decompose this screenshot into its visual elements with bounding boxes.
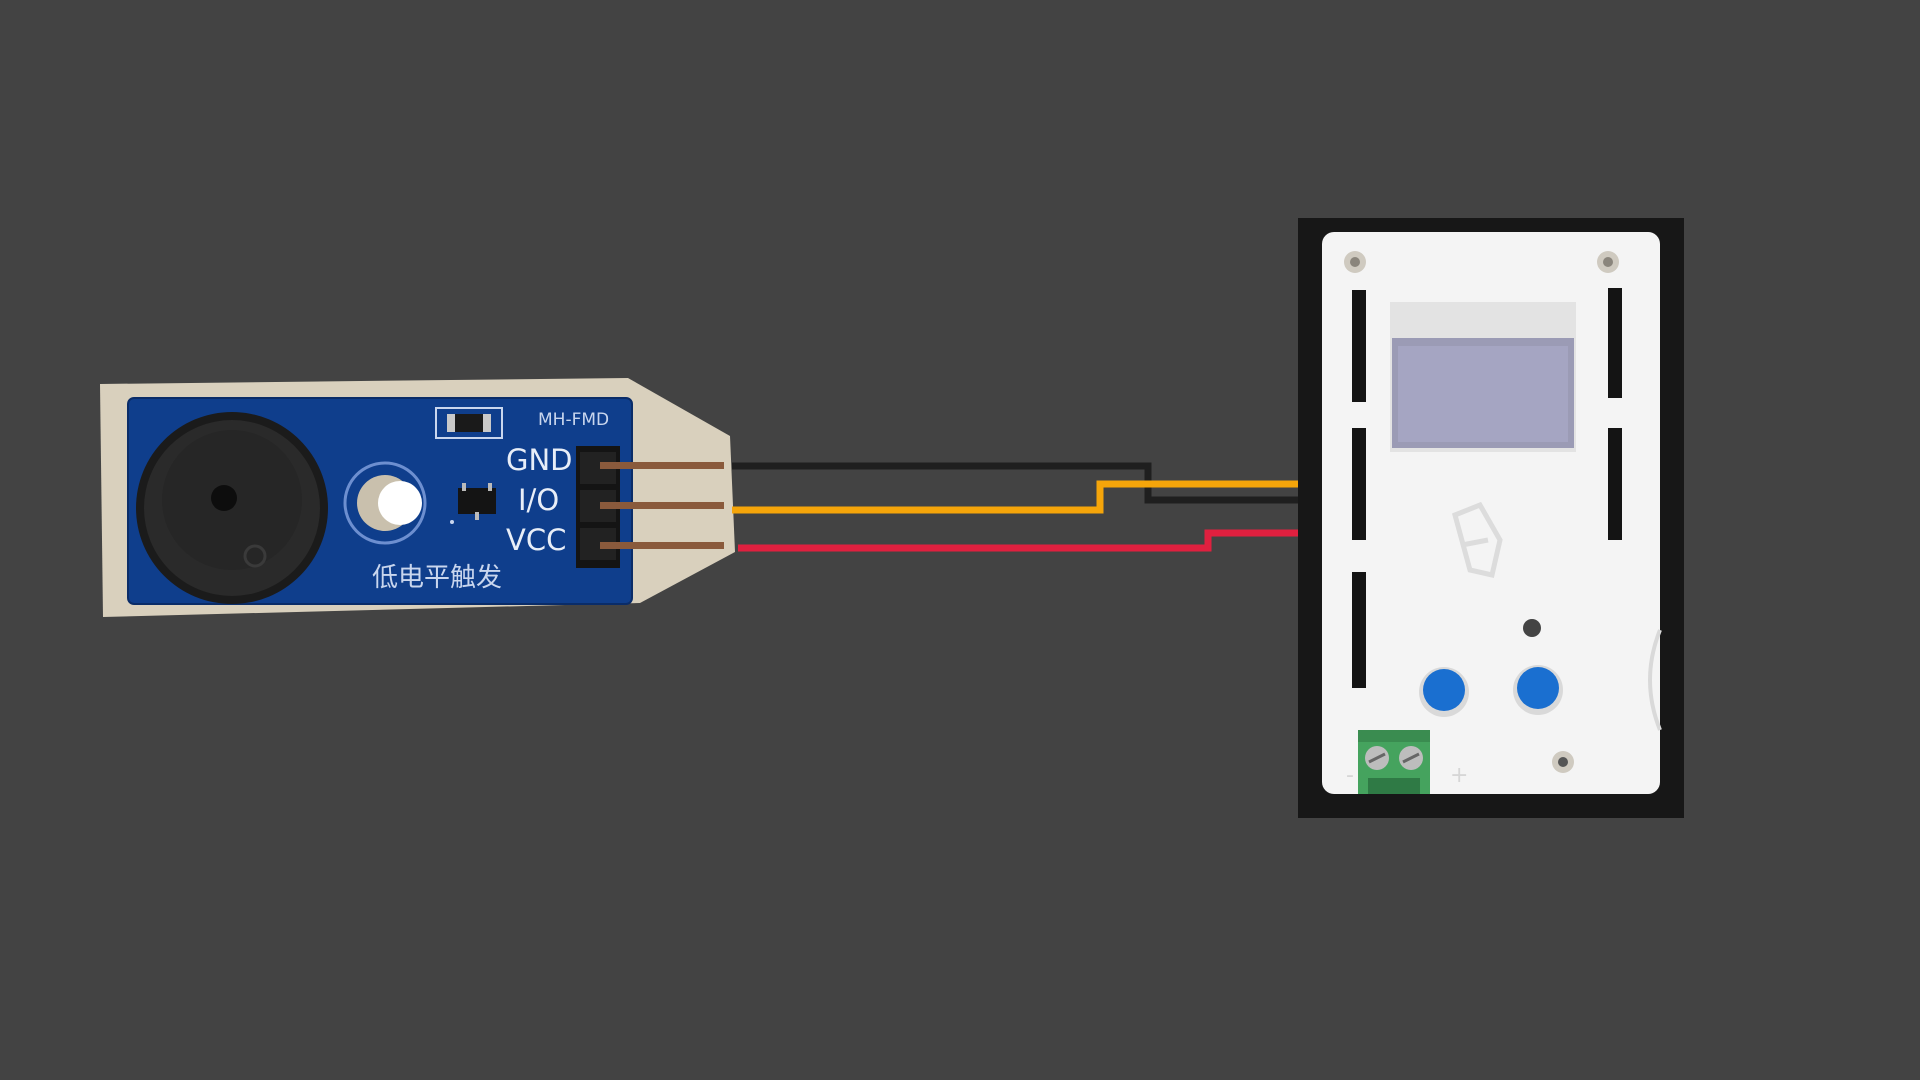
wire-vcc	[738, 529, 1338, 552]
pin-label-gnd: GND	[506, 443, 573, 477]
header-pin-gnd	[600, 462, 724, 469]
buzzer-component	[136, 412, 328, 604]
pin-label-io: I/O	[518, 483, 559, 517]
pin-label-vcc: VCC	[506, 523, 566, 557]
terminal-minus-mark: -	[1346, 763, 1354, 788]
wires	[732, 462, 1338, 552]
mounting-hole	[343, 461, 427, 545]
smd-resistor	[435, 407, 503, 439]
header-strip-left-2	[1352, 428, 1366, 540]
model-label: MH-FMD	[538, 410, 609, 430]
push-button-right[interactable]	[1513, 665, 1563, 715]
header-strip-left-3	[1352, 572, 1366, 688]
lcd-display	[1390, 302, 1576, 452]
header-pin-io	[600, 502, 724, 509]
header-strip-left-1	[1352, 290, 1366, 402]
terminal-plus-mark: +	[1450, 763, 1468, 788]
module-caption: 低电平触发	[372, 563, 502, 593]
screw-bottom-right	[1552, 751, 1574, 773]
controller-board: - +	[1298, 218, 1684, 818]
buzzer-module: MH-FMD GND I/O VCC 低电平触发	[100, 378, 735, 617]
push-button-left[interactable]	[1419, 667, 1469, 717]
screw-top-left	[1344, 251, 1366, 273]
terminal-block	[1358, 730, 1430, 794]
wire-io	[732, 480, 1338, 514]
status-led	[1523, 619, 1541, 637]
header-strip-right-2	[1608, 428, 1622, 540]
embossed-logo	[1452, 501, 1503, 578]
screw-top-right	[1597, 251, 1619, 273]
header-pin-vcc	[600, 542, 724, 549]
transistor	[450, 483, 496, 524]
header-strip-right-1	[1608, 288, 1622, 398]
